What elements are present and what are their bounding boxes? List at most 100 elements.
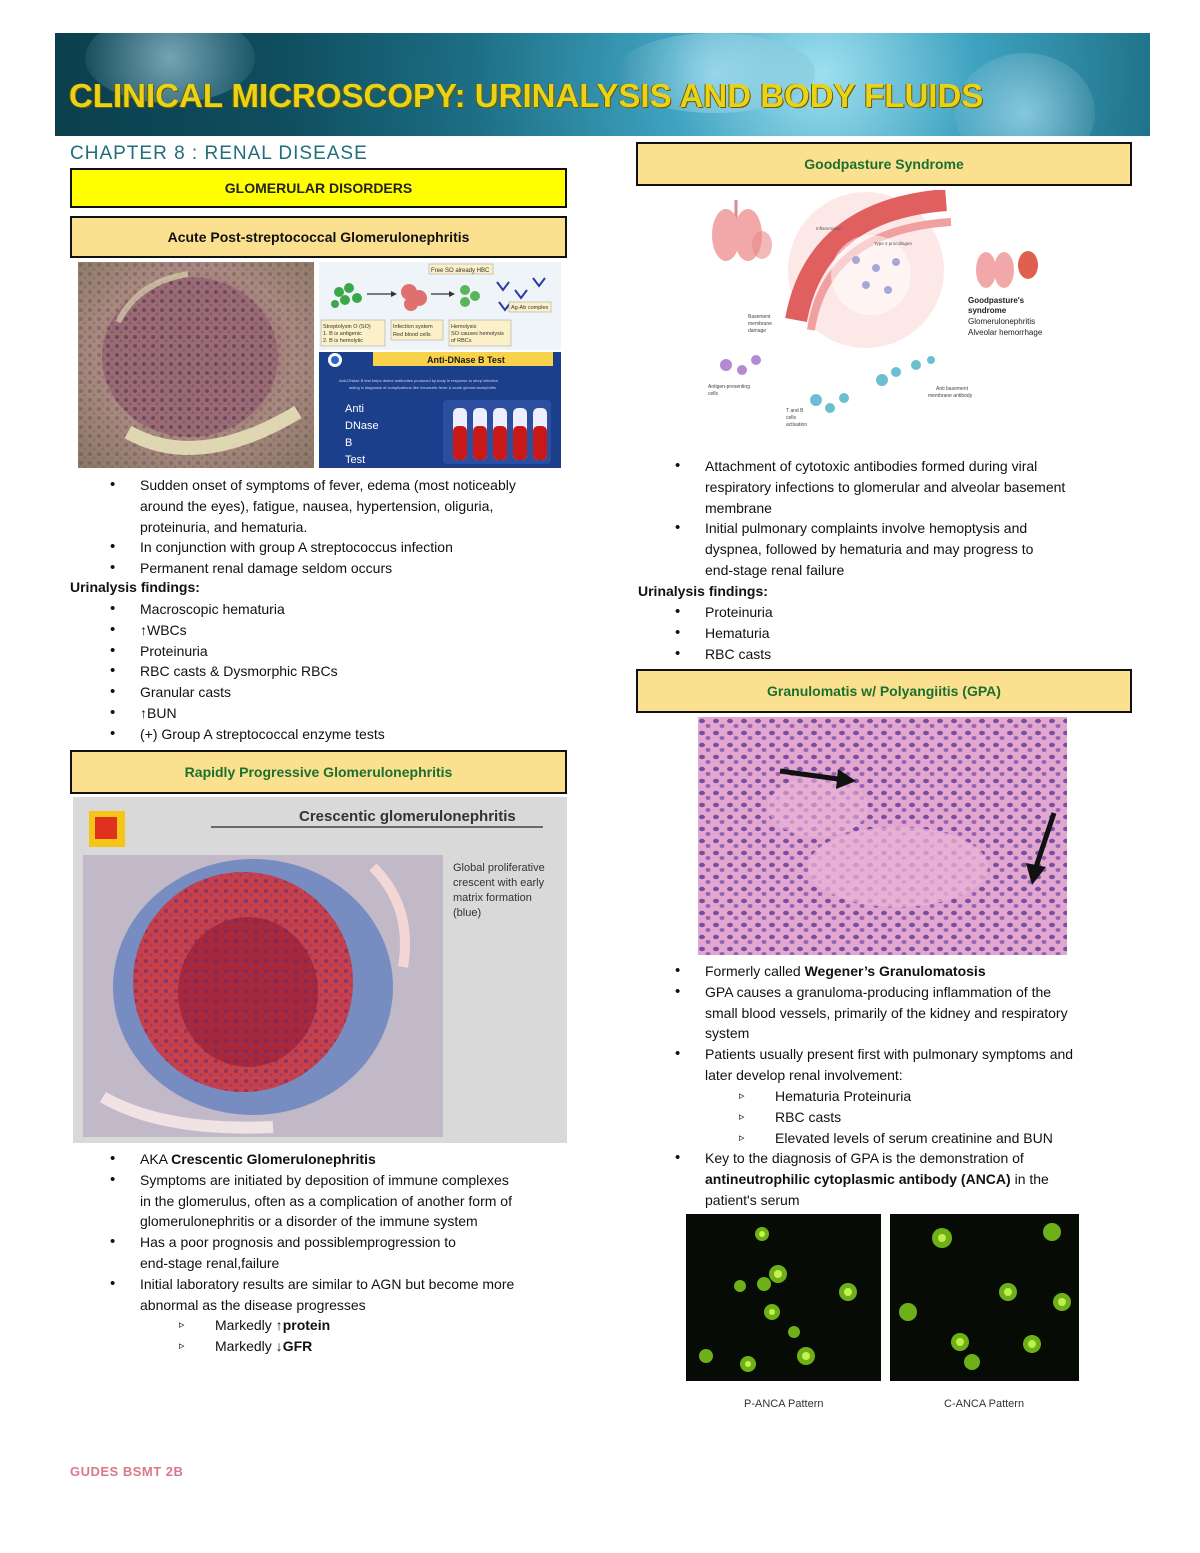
list-item: Granular casts [110, 682, 580, 703]
dnase-desc1: Anti-DNase B test helps detect antibodie… [339, 378, 498, 383]
goodpasture-diagram: Type 4 procollagen Inflammation Goodpast… [706, 190, 1058, 432]
dnase-word-b: B [345, 437, 352, 449]
diagram-top-label: Free SO already HBC [431, 268, 490, 274]
gpa-anca-list: Key to the diagnosis of GPA is the demon… [675, 1148, 1130, 1210]
item-prefix: Formerly called [705, 963, 805, 979]
gp-syndrome-line3: Glomerulonephritis [968, 317, 1035, 326]
figure-note-3: matrix formation [453, 892, 532, 904]
sub-list-item: Elevated levels of serum creatinine and … [739, 1128, 1135, 1149]
list-item-continued: system [705, 1025, 750, 1042]
list-item-continued: patient's serum [705, 1191, 800, 1208]
figure-note-4: (blue) [453, 907, 481, 919]
p-anca-caption: P-ANCA Pattern [744, 1398, 824, 1410]
gp-step1: Type 4 procollagen [874, 241, 913, 246]
dnase-desc2: aiding in diagnosis of complications lik… [349, 385, 496, 390]
list-item-continued: end-stage renal failure [705, 561, 845, 578]
diagram-step1b: 1. B is antigenic [323, 331, 362, 337]
item-term: Wegener’s Granulomatosis [804, 963, 986, 979]
dnase-title: Anti-DNase B Test [427, 355, 505, 365]
list-item-continued: membrane [705, 499, 772, 516]
aka-term: Crescentic Glomerulonephritis [171, 1151, 376, 1167]
list-item-continued: small blood vessels, primarily of the ki… [705, 1004, 1068, 1021]
section-glomerular-disorders: GLOMERULAR DISORDERS [70, 168, 567, 208]
c-anca-svg [890, 1214, 1079, 1381]
chapter-heading: CHAPTER 8 : RENAL DISEASE [70, 143, 368, 164]
list-item: Proteinuria [675, 602, 1125, 623]
list-item: In conjunction with group A streptococcu… [110, 537, 580, 558]
list-item: Symptoms are initiated by deposition of … [110, 1170, 580, 1191]
heading-apsg: Acute Post-streptococcal Glomerulonephri… [70, 216, 567, 258]
anti-dnase-svg: Anti-DNase B Test Anti-DNase B test help… [319, 352, 561, 468]
diagram-step3c: of RBCs [451, 338, 472, 344]
figure-heading: Crescentic glomerulonephritis [299, 808, 516, 825]
gpa-histology-image [698, 717, 1067, 955]
sub-list-item: Markedly ↓GFR [179, 1336, 575, 1357]
test-tubes [453, 408, 547, 460]
item-suffix: in the [1010, 1170, 1049, 1187]
apsg-bullet-list: Sudden onset of symptoms of fever, edema… [110, 475, 580, 579]
list-item: Proteinuria [110, 641, 580, 662]
lungs-kidney-icon [976, 251, 1038, 288]
goodpasture-svg: Type 4 procollagen Inflammation Goodpast… [708, 190, 1043, 428]
gp-syndrome-line1: Goodpasture's [968, 296, 1025, 305]
p-anca-svg [686, 1214, 881, 1381]
list-item: Sudden onset of symptoms of fever, edema… [110, 475, 580, 496]
diagram-complex-label: Ag-Ab complex [511, 305, 549, 311]
list-item: RBC casts [675, 644, 1125, 665]
list-item-continued: dyspnea, followed by hematuria and may p… [705, 541, 1034, 558]
list-item: Macroscopic hematuria [110, 599, 580, 620]
tb-line3: activation [786, 422, 807, 428]
diagram-step1c: 2. B is hemolytic [323, 338, 363, 344]
rpgn-sub-list: Markedly ↑protein Markedly ↓GFR [179, 1315, 575, 1357]
list-item: AKA Crescentic Glomerulonephritis [110, 1149, 580, 1170]
list-item: Initial pulmonary complaints involve hem… [675, 518, 1125, 539]
list-item: Formerly called Wegener’s Granulomatosis [675, 961, 1130, 982]
list-item-continued: around the eyes), fatigue, nausea, hyper… [140, 497, 494, 514]
anti-dnase-b-image: Anti-DNase B Test Anti-DNase B test help… [319, 352, 561, 468]
strep-mechanism-diagram: Free SO already HBC Ag-Ab complex Strept… [319, 262, 561, 350]
gpa-histology-svg [698, 717, 1067, 955]
c-anca-caption: C-ANCA Pattern [944, 1398, 1025, 1410]
apc-line2: cells [708, 391, 719, 397]
tb-line2: cells [786, 415, 797, 421]
apsg-urinalysis-list: Macroscopic hematuria ↑WBCs Proteinuria … [110, 599, 580, 745]
list-item: Key to the diagnosis of GPA is the demon… [675, 1148, 1130, 1169]
list-item: Hematuria [675, 623, 1125, 644]
diagram-step2: Infection system [393, 324, 433, 330]
footer-author: GUDES BSMT 2B [70, 1464, 184, 1479]
gp-syndrome-line2: syndrome [968, 306, 1007, 315]
c-anca-image [890, 1214, 1079, 1381]
list-item: ↑WBCs [110, 620, 580, 641]
dnase-word-dnase: DNase [345, 420, 379, 432]
list-item-continued: antineutrophilic cytoplasmic antibody (A… [705, 1169, 1130, 1190]
list-item: (+) Group A streptococcal enzyme tests [110, 724, 580, 745]
diagram-step1: Streptolysin O (SO) [323, 324, 371, 330]
banner-cell-decoration [85, 33, 255, 103]
sub-list-item: Hematuria Proteinuria [739, 1086, 1135, 1107]
basement-line1: Basement [748, 314, 771, 320]
basement-line3: damage [748, 328, 766, 334]
aka-prefix: AKA [140, 1151, 172, 1167]
list-item: ↑BUN [110, 703, 580, 724]
gp-syndrome-line4: Alveolar hemorrhage [968, 328, 1043, 337]
lungs-icon [712, 200, 772, 261]
banner-cell-decoration [615, 33, 815, 113]
list-item: Initial laboratory results are similar t… [110, 1274, 580, 1295]
ab-line1: Anti basement [936, 386, 969, 392]
apsg-urinalysis-label: Urinalysis findings: [70, 579, 200, 595]
dnase-word-test: Test [345, 454, 365, 466]
apc-line1: Antigen-presenting [708, 384, 750, 390]
list-item: Attachment of cytotoxic antibodies forme… [675, 456, 1125, 477]
diagram-step2b: Red blood cells [393, 332, 431, 338]
list-item: Patients usually present first with pulm… [675, 1044, 1130, 1065]
figure-note-1: Global proliferative [453, 862, 545, 874]
list-item: GPA causes a granuloma-producing inflamm… [675, 982, 1130, 1003]
goodpasture-urinalysis-list: Proteinuria Hematuria RBC casts [675, 602, 1125, 665]
list-item-continued: glomerulonephritis or a disorder of the … [140, 1213, 478, 1230]
ab-line2: membrane antibody [928, 393, 973, 399]
sub-item-prefix: Markedly ↑ [215, 1317, 283, 1333]
list-item-continued: abnormal as the disease progresses [140, 1296, 366, 1313]
dnase-word-anti: Anti [345, 403, 364, 415]
gpa-bullet-list: Formerly called Wegener’s Granulomatosis… [675, 961, 1130, 1086]
goodpasture-bullet-list: Attachment of cytotoxic antibodies forme… [675, 456, 1125, 581]
